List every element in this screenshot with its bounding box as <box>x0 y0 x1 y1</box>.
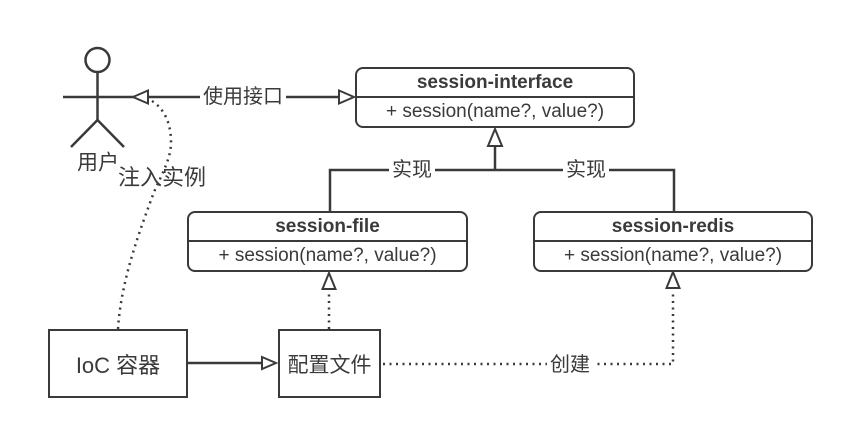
class-method: + session(name?, value?) <box>563 245 783 266</box>
use-interface-label: 使用接口 <box>200 86 286 108</box>
create-arrowhead-redis-icon <box>665 269 681 289</box>
class-title: session-interface <box>357 69 633 98</box>
create-label: 创建 <box>547 354 593 376</box>
arrowhead-config-icon <box>261 355 279 371</box>
ioc-to-config-edge <box>188 355 279 371</box>
inject-instance-label: 注入实例 <box>117 164 207 190</box>
class-title: session-file <box>189 213 466 242</box>
create-arrowhead-file-icon <box>321 270 337 290</box>
arrowhead-right-icon <box>338 88 357 106</box>
config-to-redis-edge <box>383 269 681 366</box>
class-box-session-interface: session-interface + session(name?, value… <box>355 67 635 128</box>
arrowhead-left-icon <box>130 88 149 106</box>
implements-connector <box>328 126 676 211</box>
inject-instance-curve <box>116 99 173 330</box>
implements-label-right: 实现 <box>563 159 609 181</box>
config-to-file-edge <box>321 270 337 329</box>
ioc-container-label: IoC 容器 <box>75 352 161 378</box>
class-title: session-redis <box>535 213 811 242</box>
actor-label: 用户 <box>77 151 119 175</box>
config-file-label: 配置文件 <box>287 353 372 377</box>
implements-label-left: 实现 <box>389 159 435 181</box>
class-box-session-redis: session-redis + session(name?, value?) <box>533 211 813 272</box>
ioc-container-box: IoC 容器 <box>48 329 188 398</box>
generalization-arrowhead-icon <box>486 126 504 147</box>
class-box-session-file: session-file + session(name?, value?) <box>187 211 468 272</box>
config-file-box: 配置文件 <box>278 329 381 398</box>
class-method: + session(name?, value?) <box>218 245 437 266</box>
class-method: + session(name?, value?) <box>385 101 605 122</box>
